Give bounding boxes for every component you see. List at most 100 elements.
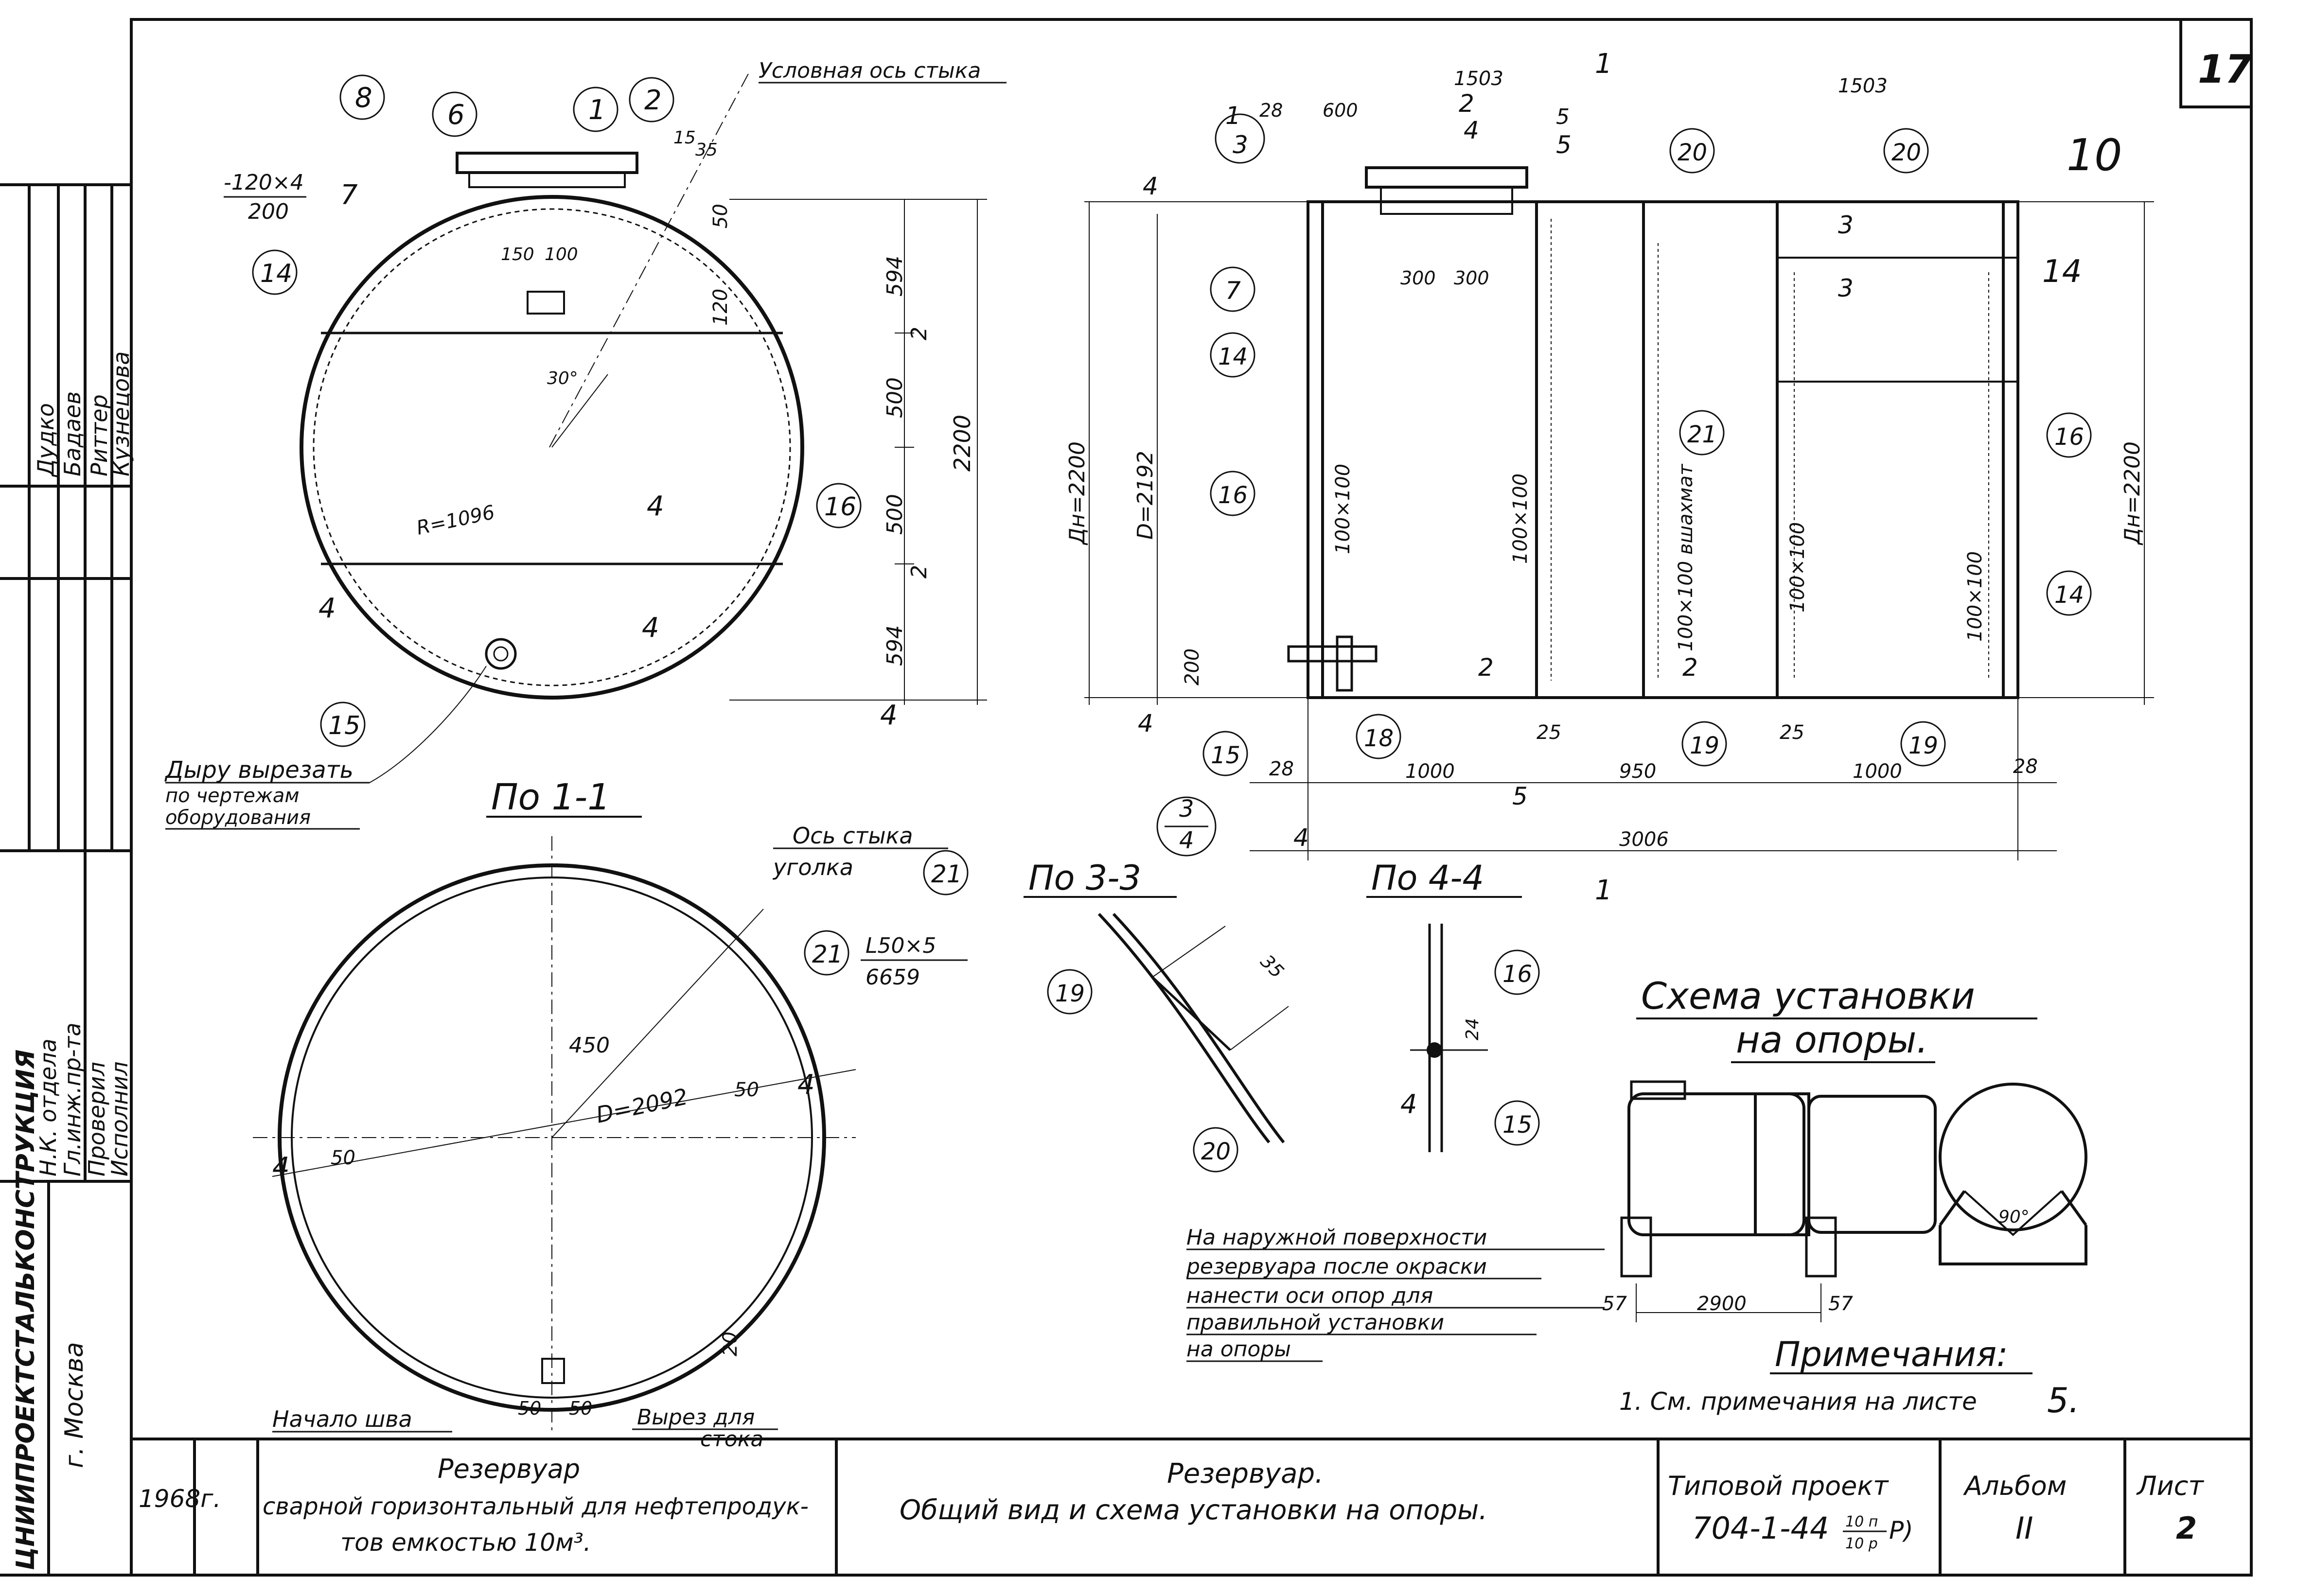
diameter-label: D=2092	[594, 1083, 690, 1128]
role-3: Проверил	[84, 1062, 110, 1176]
callout-14: 14	[260, 259, 292, 288]
sheet-number: 17	[2198, 47, 2252, 92]
dim-594-top: 594	[883, 256, 907, 297]
bdim-3006: 3006	[1619, 828, 1669, 851]
tb-product-3: тов емкостью 10м³.	[340, 1528, 591, 1557]
dim-35: 35	[695, 140, 718, 160]
tb-sheet-title-1: Резервуар.	[1167, 1458, 1324, 1490]
scheme-angle: 90°	[1998, 1207, 2030, 1227]
tb-year: 1968г.	[139, 1485, 221, 1513]
top-dim-600: 600	[1323, 100, 1358, 121]
angle-profile: L50×5	[866, 933, 936, 958]
sec-2a: 2	[1478, 653, 1494, 682]
bdim-1000a: 1000	[1405, 760, 1455, 783]
weld-start: Начало шва	[272, 1406, 412, 1432]
dim-50: 50	[709, 204, 732, 228]
notes-item-sheet: 5.	[2047, 1381, 2080, 1421]
dim-15: 15	[673, 128, 696, 148]
callout-1: 1	[588, 94, 606, 126]
side-view-labels: 1 3 2 4 7 14 16 15 3 4 18 20 20 21 14 16…	[1065, 48, 2145, 906]
end-view-callouts: 8 6 1 2 7 14 16 15 -120×4 200 Условная о…	[164, 58, 1007, 830]
scheme-note-2: резервуара после окраски	[1186, 1254, 1487, 1279]
sec-3a: 3	[1838, 211, 1854, 239]
callout-6: 6	[447, 99, 465, 131]
angle-length: 6659	[866, 965, 920, 990]
bdim-25b: 25	[1780, 721, 1804, 744]
callout-19b: 19	[1908, 732, 1938, 759]
org-name: ЦНИИПРОЕКТСТАЛЬКОНСТРУКЦИЯ	[11, 1050, 40, 1570]
role-4: Исполнил	[106, 1061, 133, 1176]
callout-20-33: 20	[1201, 1138, 1231, 1165]
top-dim-28: 28	[1259, 100, 1283, 121]
callout-21-side: 21	[1687, 421, 1717, 448]
sec-mark-4c: 4	[318, 593, 336, 624]
sec-4b: 4	[1138, 709, 1153, 737]
tb-project-suffix: Р)	[1889, 1516, 1913, 1544]
callout-18-side: 18	[1364, 725, 1394, 752]
callout-20a: 20	[1678, 139, 1707, 166]
drain-cut-2: стока	[700, 1427, 763, 1452]
dim-2200: 2200	[949, 415, 975, 472]
callout-8: 8	[355, 82, 372, 114]
bdim-950: 950	[1619, 760, 1656, 783]
scheme-dim-57a: 57	[1602, 1293, 1627, 1315]
vlabel-d2192: D=2192	[1133, 451, 1158, 540]
sec-1a: 1	[1595, 48, 1612, 80]
bdim-1000b: 1000	[1853, 760, 1902, 783]
tb-album-label: Альбом	[1963, 1471, 2067, 1501]
sec-3b: 3	[1838, 274, 1854, 302]
sec-5a: 5	[1556, 131, 1572, 159]
name-4: Кузнецова	[108, 351, 134, 476]
callout-15-side: 15	[1211, 742, 1240, 769]
tb-sheet-label: Лист	[2136, 1471, 2204, 1501]
callout-21-a: 21	[931, 860, 962, 888]
dim-20: 20	[719, 1332, 742, 1356]
bdim-25a: 25	[1537, 721, 1561, 744]
dim-24-44: 24	[1463, 1018, 1483, 1040]
joint-label-2: уголка	[772, 854, 853, 880]
callout-16-right: 16	[2054, 423, 2084, 451]
tb-product-2: сварной горизонтальный для нефтепродук-	[263, 1493, 809, 1520]
callout-3b-side: 3	[1179, 795, 1194, 823]
callout-16: 16	[824, 492, 856, 522]
dim-2-b: 2	[907, 565, 932, 579]
callout-7: 7	[340, 179, 358, 211]
bdim-28a: 28	[1269, 758, 1294, 780]
sec-mark-1-4b: 4	[797, 1069, 815, 1101]
dim-50-r: 50	[734, 1079, 759, 1101]
callout-15: 15	[328, 711, 360, 740]
callout-21-b: 21	[812, 940, 843, 968]
sec-4c: 4	[1293, 824, 1309, 852]
role-1: Н.К. отдела	[35, 1038, 61, 1176]
top-dim-1503b: 1503	[1838, 75, 1888, 97]
callout-20b: 20	[1891, 139, 1921, 166]
radius-label: R=1096	[415, 501, 497, 540]
cut-hole-1: Дыру вырезать	[164, 756, 353, 784]
vlabel-dn-right: Дн=2200	[2120, 441, 2145, 545]
callout-4b-side: 4	[1179, 827, 1194, 854]
tb-sheet-title-2: Общий вид и схема установки на опоры.	[900, 1494, 1487, 1526]
tb-sheet-no: 2	[2176, 1510, 2197, 1546]
notes: Примечания: 1. См. примечания на листе 5…	[1619, 1334, 2080, 1421]
vlabel-100b: 100×100	[1509, 474, 1532, 564]
callout-19a: 19	[1690, 732, 1719, 759]
bdim-200: 200	[1181, 649, 1203, 685]
dim-50-b2: 50	[569, 1398, 592, 1419]
scheme-note-1: На наружной поверхности	[1186, 1225, 1487, 1250]
sec-2b: 2	[1682, 653, 1698, 682]
title-block: 1968г. Резервуар сварной горизонтальный …	[139, 1454, 2204, 1557]
drain-cut-1: Вырез для	[637, 1405, 755, 1430]
callout-14-right: 14	[2042, 254, 2082, 290]
sec-4a: 4	[1143, 172, 1158, 200]
callout-10: 10	[2067, 130, 2122, 181]
dim-50-l: 50	[331, 1147, 355, 1169]
end-view	[300, 72, 987, 705]
role-2: Гл.инж.пр-та	[59, 1022, 86, 1176]
tb-project-frac-den: 10 р	[1845, 1535, 1878, 1552]
sec-mark-4d: 4	[880, 700, 898, 731]
tb-project-frac-num: 10 п	[1845, 1513, 1878, 1530]
callout-4-side: 4	[1464, 116, 1479, 144]
section-4-4: По 4-4 24 16 15 4	[1366, 858, 1540, 1152]
dim-100: 100	[545, 245, 578, 264]
